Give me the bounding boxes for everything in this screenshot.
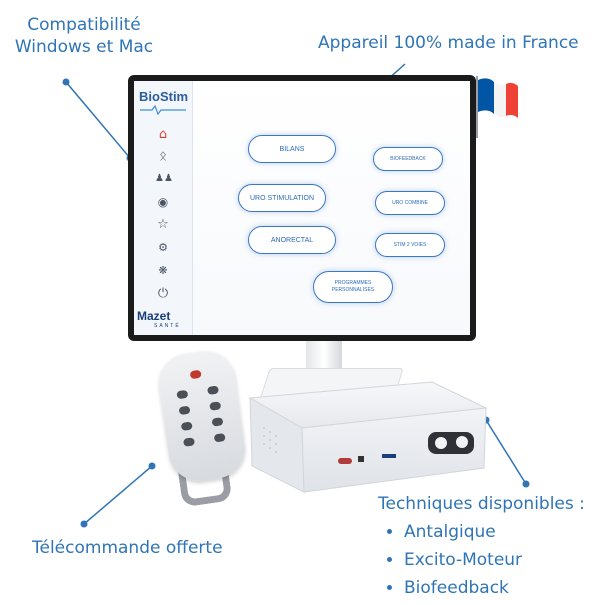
logo-wave-icon bbox=[140, 105, 186, 115]
remote-connector-dot bbox=[80, 520, 88, 528]
remote-button[interactable] bbox=[180, 421, 193, 431]
made-in-france-callout: Appareil 100% made in France bbox=[318, 33, 579, 53]
technique-item: Excito-Moteur bbox=[404, 549, 600, 571]
tech-connector bbox=[485, 419, 527, 485]
uro-stimulation-button[interactable]: URO STIMULATION bbox=[238, 184, 326, 212]
stim-2-voies-button[interactable]: STIM 2 VOIES bbox=[375, 233, 445, 257]
uro-combine-button[interactable]: URO COMBINE bbox=[375, 191, 445, 215]
techniques-callout: Techniques disponibles : Antalgique Exci… bbox=[378, 493, 600, 605]
remote-button[interactable] bbox=[182, 437, 196, 447]
compatibility-callout: Compatibilité Windows et Mac bbox=[4, 14, 164, 58]
remote-power-button[interactable] bbox=[189, 369, 202, 380]
anorectal-button[interactable]: ANORECTAL bbox=[248, 226, 336, 254]
tools-icon[interactable]: ❋ bbox=[158, 264, 168, 277]
bilans-button[interactable]: BILANS bbox=[248, 135, 336, 163]
main-menu: BILANS BIOFEEDBACK URO STIMULATION URO C… bbox=[193, 81, 470, 335]
biofeedback-button[interactable]: BIOFEEDBACK bbox=[373, 147, 443, 171]
app-logo: BioStim bbox=[139, 89, 189, 104]
remote-button[interactable] bbox=[178, 405, 191, 416]
mazet-logo: Mazet bbox=[137, 309, 171, 323]
bluetooth-icon[interactable]: ᛟ bbox=[159, 149, 167, 164]
sidebar: BioStim ⌂ ᛟ ♟♟ ◉ ☆ ⚙ ❋ ⏻ Mazet SANTÉ bbox=[134, 81, 193, 335]
programmes-label-2: PERSONNALISÉS bbox=[331, 287, 375, 293]
compatibility-line-1: Compatibilité bbox=[27, 15, 141, 35]
remote-button[interactable] bbox=[176, 389, 189, 400]
monitor: BioStim ⌂ ᛟ ♟♟ ◉ ☆ ⚙ ❋ ⏻ Mazet SANTÉ BIL… bbox=[128, 75, 476, 341]
tech-connector-dot bbox=[522, 480, 530, 488]
power-icon[interactable]: ⏻ bbox=[157, 286, 169, 301]
techniques-list: Antalgique Excito-Moteur Biofeedback bbox=[378, 521, 600, 599]
home-icon[interactable]: ⌂ bbox=[158, 127, 168, 142]
remote-button[interactable] bbox=[211, 417, 224, 427]
patients-icon[interactable]: ♟♟ bbox=[155, 173, 173, 184]
remote-button[interactable] bbox=[207, 385, 220, 395]
stimulation-device bbox=[248, 381, 488, 493]
remote-connector-end bbox=[148, 462, 156, 470]
data-icon[interactable]: ◉ bbox=[157, 195, 169, 209]
favorite-icon[interactable]: ☆ bbox=[157, 217, 169, 232]
app-screen: BioStim ⌂ ᛟ ♟♟ ◉ ☆ ⚙ ❋ ⏻ Mazet SANTÉ BIL… bbox=[134, 81, 470, 335]
settings-icon[interactable]: ⚙ bbox=[158, 241, 168, 254]
remote-connector bbox=[83, 465, 153, 525]
french-flag-icon bbox=[476, 76, 518, 138]
remote-button[interactable] bbox=[213, 433, 226, 443]
compat-connector bbox=[65, 81, 131, 159]
technique-item: Antalgique bbox=[404, 521, 600, 543]
mazet-logo-sub: SANTÉ bbox=[154, 323, 181, 329]
technique-item: Biofeedback bbox=[404, 577, 600, 599]
compat-connector-dot bbox=[62, 78, 70, 86]
compatibility-line-2: Windows et Mac bbox=[14, 37, 154, 57]
programmes-button[interactable]: PROGRAMMES PERSONNALISÉS bbox=[313, 271, 393, 303]
programmes-label-1: PROGRAMMES bbox=[334, 280, 372, 286]
techniques-title: Techniques disponibles : bbox=[378, 494, 585, 514]
remote-button[interactable] bbox=[209, 401, 222, 411]
remote-callout: Télécommande offerte bbox=[32, 538, 223, 558]
